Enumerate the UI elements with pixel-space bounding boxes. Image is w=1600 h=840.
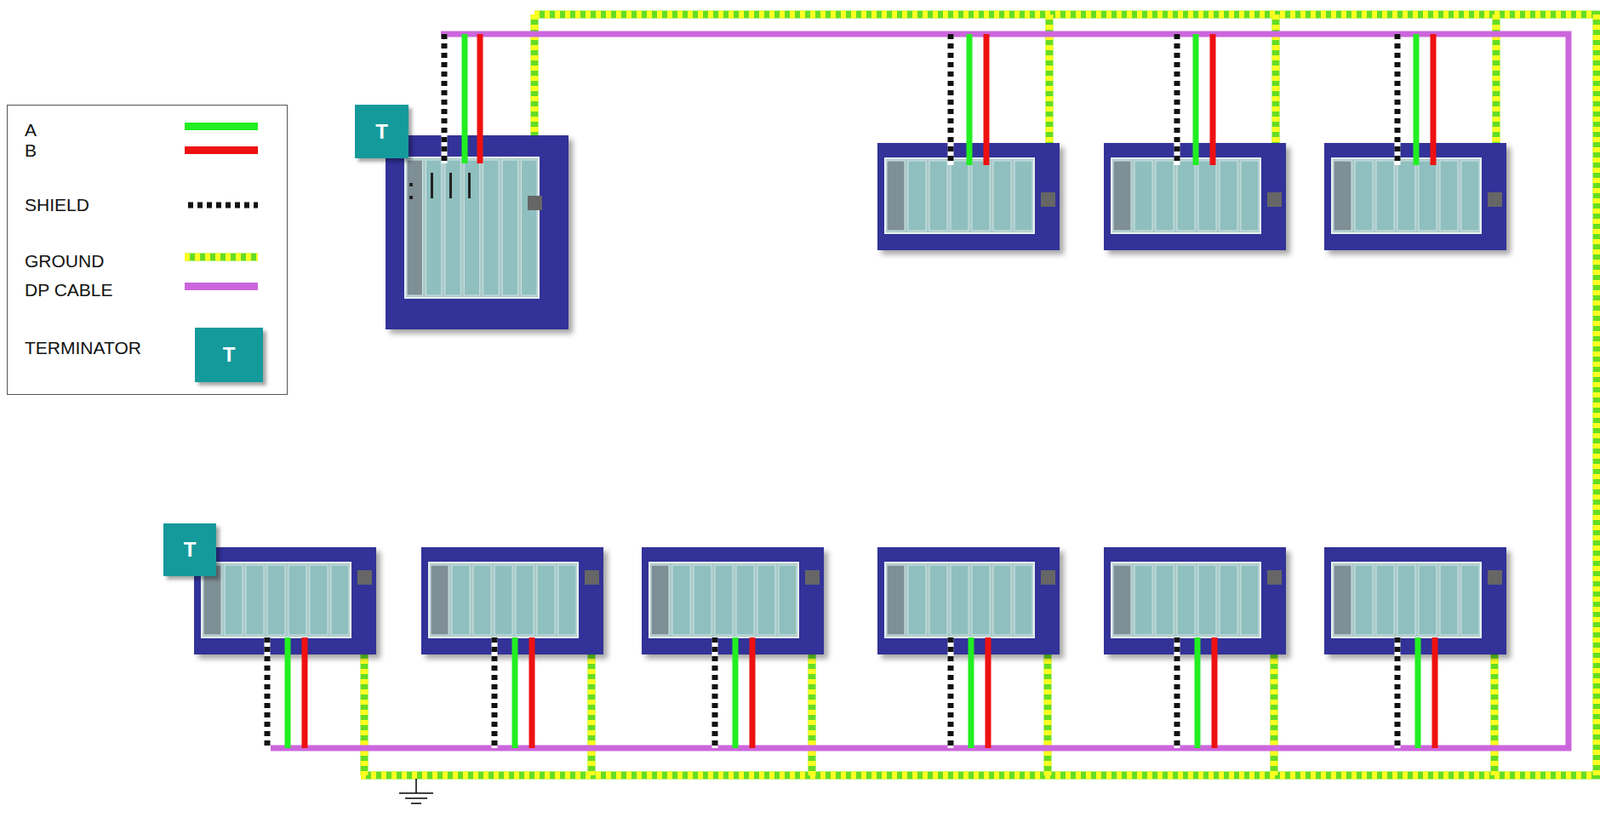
shield-wire [948, 34, 955, 166]
wire-b [1432, 637, 1439, 749]
wire-b [749, 637, 756, 749]
wire-a [512, 637, 519, 749]
shield-stripe [948, 637, 955, 749]
ground-wires [360, 14, 1597, 804]
shield-wire [491, 637, 498, 749]
master-rack [385, 135, 569, 330]
ground-wire [184, 253, 258, 262]
wire-a [1415, 637, 1422, 749]
legend-swatch [184, 146, 258, 155]
ground-tab [1267, 192, 1282, 207]
shield-wire [264, 637, 271, 749]
wire-b [985, 637, 992, 749]
shield-stripe [712, 637, 719, 749]
dp-cable [270, 34, 1569, 749]
wire-a [1194, 637, 1201, 749]
ground-wire [360, 14, 1597, 776]
ground-tab [1487, 192, 1503, 207]
ground-tab [1487, 570, 1503, 585]
ground-stripe [360, 14, 1597, 776]
legend-swatch [184, 282, 258, 291]
terminator-box: T [354, 104, 409, 159]
racks [194, 135, 1507, 655]
shield-wire [712, 637, 719, 749]
wire-a [1413, 34, 1420, 166]
wire-b [529, 637, 536, 749]
shield-stripe [264, 637, 271, 749]
terminator-box: T [163, 523, 217, 577]
shield-stripe [441, 34, 448, 164]
shield-stripe [1394, 637, 1401, 749]
shield-stripe [491, 637, 498, 749]
wire-a [966, 34, 973, 166]
wire-b [477, 34, 484, 164]
wire-b [1211, 637, 1218, 749]
wire-b [1430, 34, 1437, 166]
ground-tab [357, 570, 372, 585]
shield-wire [948, 637, 955, 749]
ground-tab [1040, 570, 1056, 585]
legend-box: AB SHIELD GROUND DP CABLE TERMINATOR T [6, 104, 288, 395]
shield-wire [188, 202, 258, 209]
shield-wire [1394, 34, 1401, 166]
legend-text: B [24, 141, 37, 160]
shield-wire [441, 34, 448, 164]
wire-b [302, 637, 309, 749]
wire-a [462, 34, 469, 164]
signal-wires [267, 34, 1569, 749]
terminator-label: T [183, 539, 197, 560]
legend-text: TERMINATOR [24, 338, 142, 357]
shield-stripe [1174, 34, 1181, 166]
ground-tab [584, 570, 600, 585]
legend-text: GROUND [24, 251, 104, 270]
terminator-sample-label: T [222, 344, 236, 366]
wire-a [968, 637, 975, 749]
shield-stripe [1394, 34, 1401, 166]
earth-symbol [399, 778, 434, 804]
wire-a [1193, 34, 1200, 166]
legend-text: DP CABLE [24, 280, 114, 299]
shield-wire [1174, 34, 1181, 166]
shield-stripe [948, 34, 955, 166]
legend-text: A [24, 120, 37, 139]
ground-tab [1267, 570, 1282, 585]
shield-stripe [188, 202, 258, 209]
ground-tab [527, 195, 543, 211]
wire-b [1210, 34, 1217, 166]
legend-swatch [184, 122, 258, 131]
ground-tab [1040, 192, 1056, 207]
shield-wire [1174, 637, 1181, 749]
terminator-label: T [375, 121, 389, 143]
shield-wire [1394, 637, 1401, 749]
ground-tab [805, 570, 820, 585]
wire-a [285, 637, 292, 749]
wire-b [983, 34, 990, 166]
ground-stripe [184, 253, 258, 262]
wire-a [732, 637, 739, 749]
terminator-swatch: T [194, 327, 263, 383]
legend-text: SHIELD [24, 195, 90, 214]
shield-stripe [1174, 637, 1181, 749]
